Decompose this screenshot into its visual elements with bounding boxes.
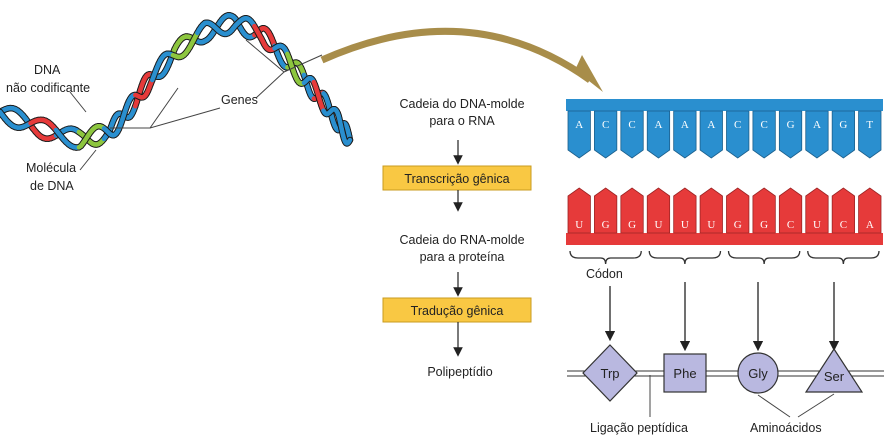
- zoom-arrow: [320, 27, 603, 92]
- gly-circle: [737, 352, 779, 394]
- dna-base: A: [673, 110, 697, 159]
- rna-base-letter: U: [654, 219, 662, 231]
- template-rna-label-1: Cadeia do RNA-molde: [399, 233, 524, 247]
- dna-base-letter: A: [681, 119, 689, 131]
- amino-acid-label: Phe: [673, 366, 696, 381]
- amino-acid-label: Gly: [748, 366, 768, 381]
- noncoding-dna-label-1: DNA: [34, 63, 61, 77]
- rna-base: G: [594, 187, 618, 234]
- rna-base-letter: C: [840, 219, 847, 231]
- dna-base: A: [567, 110, 591, 159]
- amino-acid-gly: Gly: [737, 352, 779, 394]
- rna-base-letter: U: [575, 219, 583, 231]
- rna-backbone: [566, 233, 883, 245]
- dna-base: A: [646, 110, 671, 159]
- amino-acid-ser: Ser: [804, 347, 864, 393]
- dna-base-letter: A: [575, 119, 583, 131]
- codon-brace: [569, 250, 642, 265]
- genes-label: Genes: [221, 93, 258, 107]
- phe-square: [663, 353, 707, 393]
- dna-base-letter: T: [866, 119, 873, 131]
- bottom-pointers: [649, 375, 835, 418]
- dna-base-letter: C: [734, 119, 741, 131]
- rna-base: C: [831, 187, 855, 234]
- rna-base: G: [726, 187, 750, 234]
- rna-base: U: [699, 187, 723, 234]
- dna-backbone: [566, 99, 883, 111]
- codon-label: Códon: [586, 267, 623, 281]
- rna-base-letter: A: [866, 219, 874, 231]
- dna-double-helix: [0, 12, 354, 151]
- dna-base-letter: A: [707, 119, 715, 131]
- rna-base: G: [752, 187, 776, 234]
- dna-base: A: [805, 110, 829, 159]
- template-rna-label-2: para a proteína: [420, 250, 505, 264]
- rna-base: C: [778, 187, 803, 234]
- codon-brace: [727, 250, 801, 265]
- rna-base-letter: G: [760, 219, 768, 231]
- template-dna-label-2: para o RNA: [429, 114, 495, 128]
- dna-base-letter: A: [654, 119, 662, 131]
- dna-base: G: [778, 110, 803, 159]
- codon-braces: [569, 250, 880, 265]
- codon-brace: [648, 250, 722, 265]
- trp-diamond: [582, 344, 638, 402]
- amino-acids-label: Aminoácidos: [750, 421, 822, 435]
- dna-base-letter: G: [839, 119, 847, 131]
- rna-base: U: [805, 187, 829, 234]
- template-dna-label-1: Cadeia do DNA-molde: [399, 97, 524, 111]
- rna-base: G: [620, 187, 644, 234]
- rna-base-letter: U: [707, 219, 715, 231]
- molecule-label-2: de DNA: [30, 179, 74, 193]
- rna-base-letter: G: [602, 219, 610, 231]
- polypeptide-label: Polipeptídio: [427, 365, 492, 379]
- rna-base-letter: U: [813, 219, 821, 231]
- dna-base: G: [831, 110, 855, 159]
- translation-label: Tradução gênica: [411, 304, 504, 318]
- gene-brackets: [69, 39, 323, 171]
- dna-base-letter: C: [628, 119, 635, 131]
- dna-base-letter: C: [760, 119, 767, 131]
- dna-base-letter: G: [787, 119, 795, 131]
- dna-base: C: [752, 110, 776, 159]
- codon-brace: [807, 250, 880, 265]
- codon-arrows: [604, 282, 840, 352]
- rna-base-letter: G: [628, 219, 636, 231]
- molecule-label-1: Molécula: [26, 161, 76, 175]
- rna-base-letter: G: [734, 219, 742, 231]
- amino-acid-trp: Trp: [582, 344, 638, 402]
- rna-base-letter: U: [681, 219, 689, 231]
- ser-triangle: [804, 347, 864, 393]
- dna-base: T: [858, 110, 882, 159]
- rna-base: U: [646, 187, 671, 234]
- transcription-label: Transcrição gênica: [404, 172, 509, 186]
- amino-acid-label: Ser: [824, 369, 845, 384]
- dna-base: C: [594, 110, 618, 159]
- transcription-box: [382, 165, 532, 191]
- rna-base: U: [673, 187, 697, 234]
- amino-acid-label: Trp: [600, 366, 619, 381]
- dna-base: A: [699, 110, 723, 159]
- rna-base-letter: C: [787, 219, 794, 231]
- dna-base-letter: A: [813, 119, 821, 131]
- rna-base: A: [858, 187, 882, 234]
- dna-base-letter: C: [602, 119, 609, 131]
- helix-strand-segment: [346, 137, 353, 144]
- rna-base: U: [567, 187, 591, 234]
- dna-base: C: [726, 110, 750, 159]
- peptide-bond-label: Ligação peptídica: [590, 421, 688, 435]
- noncoding-dna-label-2: não codificante: [6, 81, 90, 95]
- amino-acid-phe: Phe: [663, 353, 707, 393]
- dna-base: C: [620, 110, 644, 159]
- translation-box: [382, 297, 532, 323]
